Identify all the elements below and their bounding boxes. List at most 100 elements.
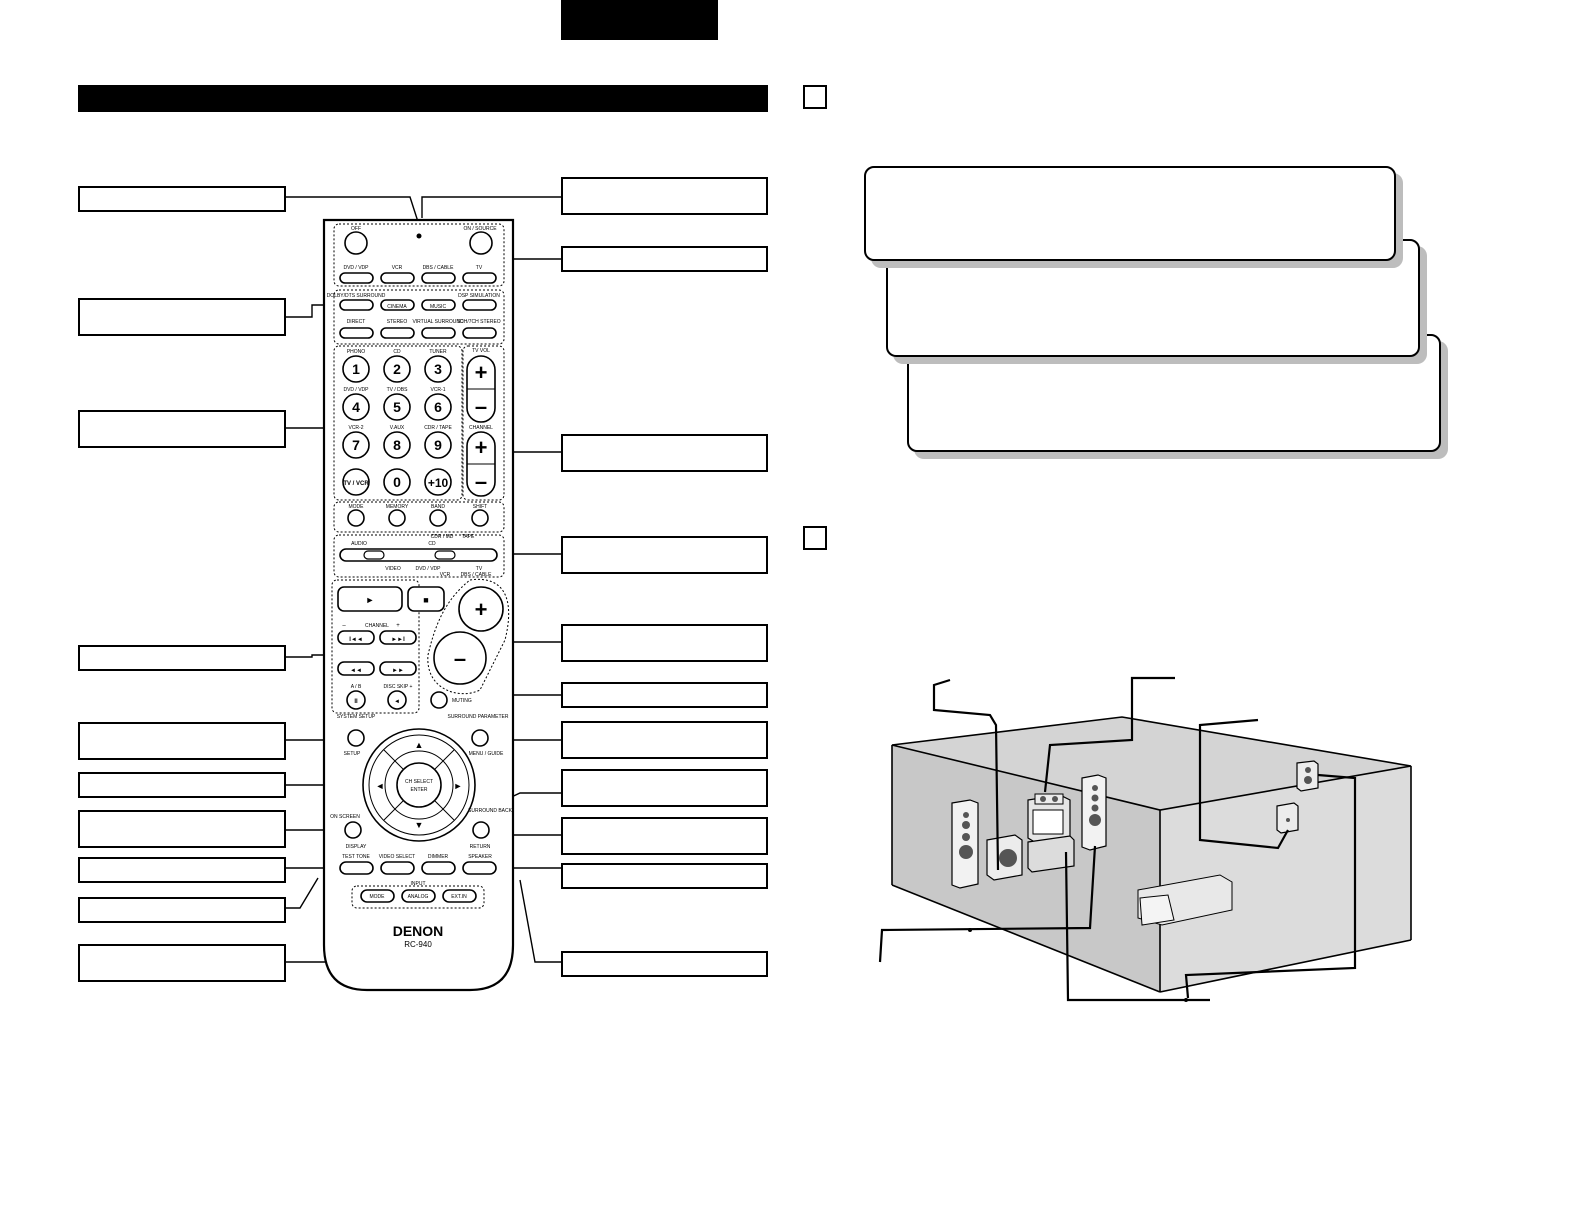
mode-label: MUSIC <box>430 304 447 310</box>
svg-text:ON SCREEN: ON SCREEN <box>330 814 360 820</box>
svg-text:VCR-1: VCR-1 <box>430 387 445 393</box>
callout-box <box>78 772 286 798</box>
transport-keys: ► ■ CHANNEL – + I◄◄ ►►I ◄◄ ►► A / B DISC… <box>337 586 445 710</box>
mode-label: DIRECT <box>347 319 366 325</box>
svg-text:VCR-2: VCR-2 <box>348 425 363 431</box>
callout-box <box>78 810 286 848</box>
svg-text:+: + <box>396 623 400 629</box>
svg-text:TEST TONE: TEST TONE <box>342 854 370 860</box>
brand-logo: DENON <box>393 923 444 939</box>
svg-text:CD: CD <box>393 349 401 355</box>
svg-text:CD: CD <box>428 541 436 547</box>
subwoofer <box>986 834 1023 881</box>
callout-box <box>561 863 768 889</box>
callout-box <box>561 769 768 807</box>
svg-text:MEMORY: MEMORY <box>386 504 409 510</box>
svg-text:►: ► <box>366 595 375 605</box>
svg-text:TUNER: TUNER <box>429 349 447 355</box>
svg-text:TV VOL: TV VOL <box>472 348 490 354</box>
speaker-room-illustration <box>878 676 1412 1002</box>
svg-text:DBS / CABLE: DBS / CABLE <box>461 572 493 578</box>
svg-text:DISPLAY: DISPLAY <box>346 844 367 850</box>
svg-text:SURROUND BACK: SURROUND BACK <box>468 808 513 814</box>
callout-box <box>561 434 768 472</box>
svg-text:MENU / GUIDE: MENU / GUIDE <box>469 751 504 757</box>
svg-text:+: + <box>475 597 488 622</box>
svg-text:SURROUND PARAMETER: SURROUND PARAMETER <box>447 714 508 720</box>
svg-text:►►: ►► <box>392 668 404 674</box>
svg-text:TAPE: TAPE <box>462 534 475 540</box>
svg-text:DISC SKIP +: DISC SKIP + <box>384 684 413 690</box>
callout-box <box>78 186 286 212</box>
callout-box <box>78 645 286 671</box>
numpad: PHONO CD TUNER DVD / VDP TV / DBS VCR-1 … <box>342 349 452 496</box>
on-source-label: ON / SOURCE <box>463 226 497 232</box>
svg-text:BAND: BAND <box>431 504 445 510</box>
callout-box <box>78 897 286 923</box>
callout-box <box>78 944 286 982</box>
front-left-speaker <box>951 799 979 889</box>
tv-vol-channel-rockers: TV VOL + – CHANNEL + – <box>466 348 496 497</box>
svg-text:ANALOG: ANALOG <box>408 894 429 900</box>
svg-text:ENTER: ENTER <box>411 787 428 793</box>
svg-text:–: – <box>454 646 466 671</box>
key-tv-vcr: TV / VCR <box>343 481 369 487</box>
svg-text:►►I: ►►I <box>391 637 405 643</box>
svg-text:RETURN: RETURN <box>470 844 491 850</box>
mode-switch: AUDIO CDR / MD TAPE CD VIDEO DVD / VDP T… <box>339 534 498 578</box>
mode-label: DOLBY/DTS SURROUND <box>327 293 386 299</box>
svg-text:VIDEO: VIDEO <box>385 566 401 572</box>
svg-text:◄: ◄ <box>394 699 400 705</box>
svg-text:MODE: MODE <box>349 504 365 510</box>
svg-text:MUTING: MUTING <box>452 698 472 704</box>
callout-box <box>561 624 768 662</box>
master-volume: + – <box>427 578 510 695</box>
section-square-1 <box>803 85 827 109</box>
svg-text:VIDEO SELECT: VIDEO SELECT <box>379 854 415 860</box>
key-4: 4 <box>352 399 360 415</box>
off-label: OFF <box>351 226 361 232</box>
svg-text:CHANNEL: CHANNEL <box>365 623 389 629</box>
surround-mode-buttons: DOLBY/DTS SURROUND CINEMA MUSIC DSP SIMU… <box>327 293 501 339</box>
remote-control-illustration: OFF ON / SOURCE DVD / VDP VCR DBS / CABL… <box>286 196 561 992</box>
callout-box <box>78 410 286 448</box>
svg-text:DVD / VDP: DVD / VDP <box>415 566 441 572</box>
svg-text:TV: TV <box>476 566 483 572</box>
key-7: 7 <box>352 437 360 453</box>
svg-text:CDR / MD: CDR / MD <box>431 534 454 540</box>
svg-text:▲: ▲ <box>415 740 424 750</box>
surround-speakers <box>1276 760 1319 834</box>
bank-buttons: MODE MEMORY BAND SHIFT <box>347 504 489 527</box>
svg-text:◄◄: ◄◄ <box>350 668 362 674</box>
svg-text:INPUT: INPUT <box>411 881 426 887</box>
key-3: 3 <box>434 361 442 377</box>
key-6: 6 <box>434 399 442 415</box>
svg-text:VCR: VCR <box>440 572 451 578</box>
mode-label: VIRTUAL SURROUND <box>412 319 464 325</box>
svg-text:EXT.IN: EXT.IN <box>451 894 467 900</box>
sofa <box>1137 874 1233 926</box>
svg-text:+: + <box>475 360 488 385</box>
callout-box <box>561 536 768 574</box>
svg-text:V.AUX: V.AUX <box>390 425 405 431</box>
callout-box <box>561 682 768 708</box>
key-2: 2 <box>393 361 401 377</box>
front-right-speaker <box>1081 774 1107 851</box>
svg-text:TV / DBS: TV / DBS <box>387 387 409 393</box>
stacked-panel-1 <box>864 166 1396 261</box>
svg-text:PHONO: PHONO <box>347 349 365 355</box>
mode-label: 5CH/7CH STEREO <box>457 319 500 325</box>
section-bar <box>78 85 768 112</box>
source-label: DVD / VDP <box>343 265 369 271</box>
source-buttons: DVD / VDP VCR DBS / CABLE TV <box>339 265 497 284</box>
svg-text:DIMMER: DIMMER <box>428 854 449 860</box>
svg-text:+: + <box>475 435 488 460</box>
svg-text:SHIFT: SHIFT <box>473 504 487 510</box>
input-buttons: INPUT MODE ANALOG EXT.IN <box>360 881 477 903</box>
callout-box <box>78 298 286 336</box>
callout-box <box>78 722 286 760</box>
key-9: 9 <box>434 437 442 453</box>
svg-text:–: – <box>342 623 346 629</box>
callout-box <box>561 177 768 215</box>
callout-box <box>561 817 768 855</box>
